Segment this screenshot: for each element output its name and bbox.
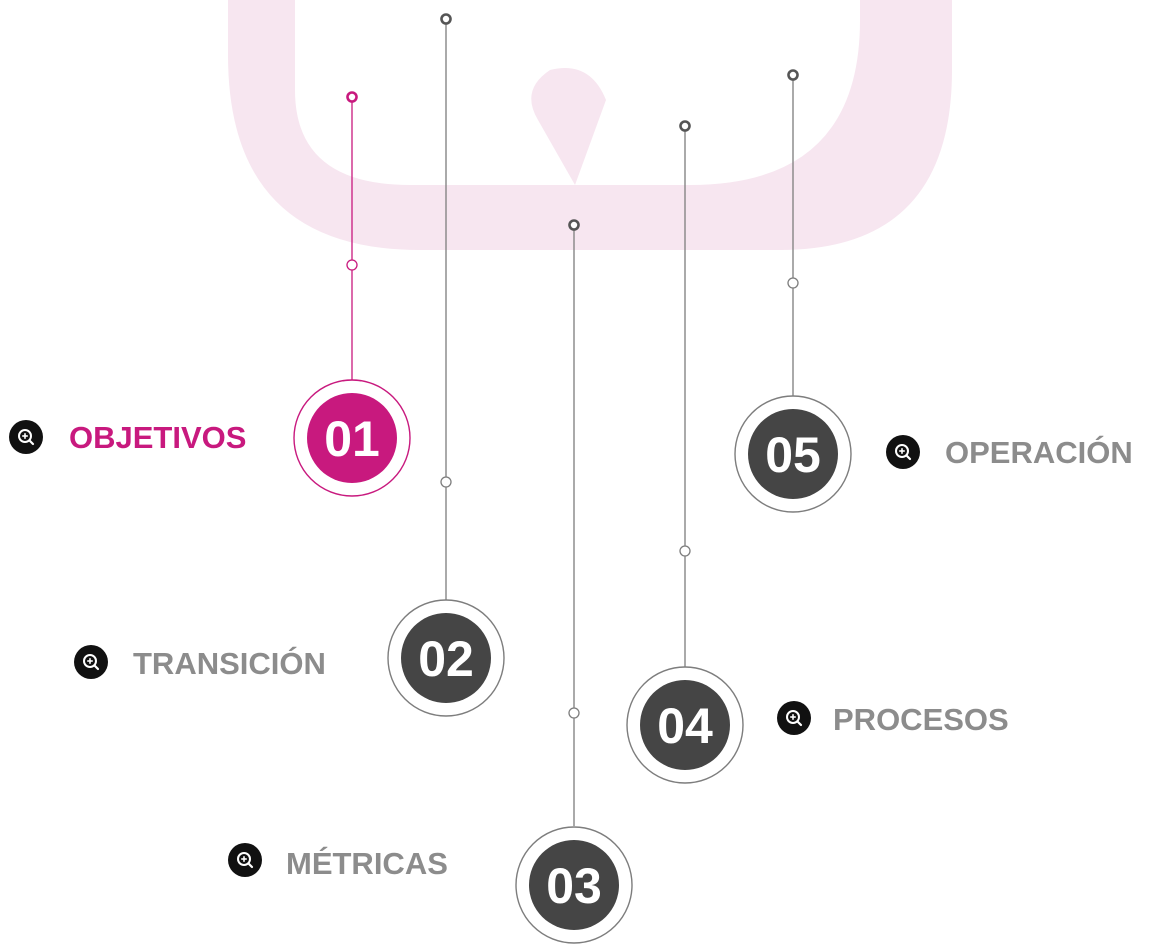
zoom-in-icon[interactable]: [777, 701, 811, 735]
step-label-operacion[interactable]: OPERACIÓN: [945, 434, 1133, 470]
step-number-03: 03: [546, 858, 602, 914]
line-mid-node-03: [568, 707, 580, 719]
step-disc-02: [401, 613, 491, 703]
step-disc-01: [307, 393, 397, 483]
step-number-05: 05: [765, 427, 821, 483]
step-01[interactable]: 01 OBJETIVOS: [9, 91, 411, 497]
step-number-04: 04: [657, 698, 713, 754]
line-top-node-04: [679, 120, 691, 132]
line-top-node-01: [346, 91, 358, 103]
step-disc-03: [529, 840, 619, 930]
step-04[interactable]: 04 PROCESOS: [626, 120, 1009, 784]
zoom-in-icon[interactable]: [886, 435, 920, 469]
line-mid-node-01: [346, 259, 358, 271]
line-top-node-03: [568, 219, 580, 231]
step-label-transicion[interactable]: TRANSICIÓN: [133, 645, 326, 681]
line-top-node-02: [440, 13, 452, 25]
background-shape: [228, 0, 952, 250]
line-top-node-05: [787, 69, 799, 81]
zoom-in-icon[interactable]: [74, 645, 108, 679]
step-number-01: 01: [324, 411, 380, 467]
zoom-in-icon[interactable]: [9, 420, 43, 454]
step-02[interactable]: 02 TRANSICIÓN: [74, 13, 505, 717]
line-mid-node-04: [679, 545, 691, 557]
step-label-metricas[interactable]: MÉTRICAS: [286, 846, 448, 881]
line-mid-node-02: [440, 476, 452, 488]
line-mid-node-05: [787, 277, 799, 289]
step-disc-05: [748, 409, 838, 499]
step-number-02: 02: [418, 631, 474, 687]
step-disc-04: [640, 680, 730, 770]
step-03[interactable]: 03 MÉTRICAS: [228, 219, 633, 944]
step-label-objetivos[interactable]: OBJETIVOS: [69, 420, 246, 455]
step-label-procesos[interactable]: PROCESOS: [833, 702, 1009, 737]
zoom-in-icon[interactable]: [228, 843, 262, 877]
step-05[interactable]: 05 OPERACIÓN: [734, 69, 1133, 513]
